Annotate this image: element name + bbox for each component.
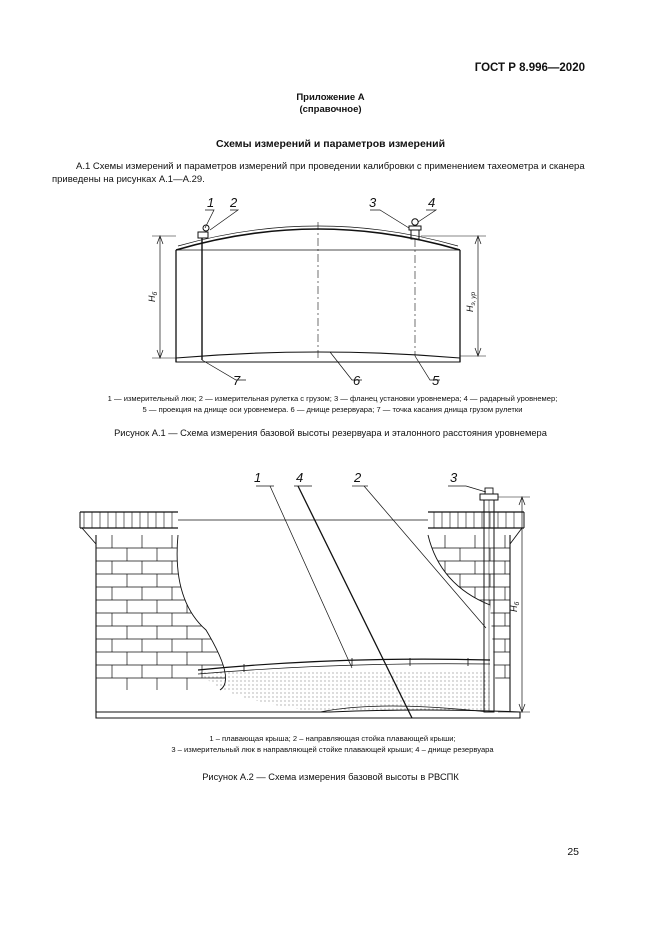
figure-a2-legend-line1: 1 – плавающая крыша; 2 – направляющая ст… (209, 734, 456, 743)
figure-a1-drawing: 1 2 3 4 5 6 7 Нб Нэ, ур (147, 195, 486, 388)
figure-a1-legend-line2: 5 — проекция на днище оси уровнемера. 6 … (142, 405, 523, 414)
annex-heading: Приложение А (справочное) (0, 92, 661, 116)
tank-bottom (175, 351, 461, 363)
callout-4: 4 (428, 195, 435, 210)
label-base-height-2: Нб (509, 602, 521, 613)
figure-a1-legend: 1 — измерительный люк; 2 — измерительная… (40, 393, 625, 415)
callout-2-3: 3 (450, 470, 458, 485)
callout-2-2: 2 (353, 470, 362, 485)
figure-a1-legend-line1: 1 — измерительный люк; 2 — измерительная… (107, 394, 558, 403)
figure-a1-caption: Рисунок А.1 — Схема измерения базовой вы… (114, 428, 547, 438)
leader-1 (269, 485, 353, 669)
figure-a2-legend-line2: 3 – измерительный люк в направляющей сто… (171, 745, 494, 754)
annex-title: Приложение А (296, 92, 365, 103)
callout-5: 5 (432, 373, 440, 388)
intro-paragraph: А.1 Схемы измерений и параметров измерен… (52, 161, 585, 185)
section-title: Схемы измерений и параметров измерений (215, 138, 446, 150)
label-reference-height: Нэ, ур (465, 291, 477, 312)
measuring-hatch (197, 231, 209, 239)
callout-6: 6 (353, 373, 361, 388)
callout-2: 2 (229, 195, 238, 210)
leader-3 (465, 485, 487, 493)
tape-reel (202, 224, 210, 232)
leader-4 (297, 485, 413, 719)
cutaway-edge-right (427, 534, 491, 606)
standard-header: ГОСТ Р 8.996—2020 (474, 62, 585, 74)
radar-head (411, 218, 419, 226)
brick-wall-left (96, 535, 226, 690)
callout-7: 7 (233, 373, 241, 388)
figure-a2-drawing: 1 4 2 3 Нб (79, 470, 530, 719)
annex-subtitle: (справочное) (299, 104, 362, 115)
product-layer (200, 670, 490, 712)
figure-a2-legend: 1 – плавающая крыша; 2 – направляющая ст… (40, 733, 625, 755)
brick-wall-right (428, 535, 510, 679)
label-base-height: Нб (147, 292, 159, 303)
callout-2-1: 1 (254, 470, 261, 485)
page-number: 25 (567, 846, 579, 858)
callout-2-4: 4 (296, 470, 303, 485)
callout-3: 3 (369, 195, 377, 210)
leader-2 (363, 485, 487, 629)
figure-a2-caption: Рисунок А.2 — Схема измерения базовой вы… (202, 772, 459, 782)
cutaway-edge-left (176, 534, 227, 691)
callout-1: 1 (207, 195, 214, 210)
roof-truss (83, 512, 515, 528)
floating-roof (197, 658, 491, 671)
gauge-flange (408, 225, 422, 231)
gauge-hatch (479, 493, 499, 501)
